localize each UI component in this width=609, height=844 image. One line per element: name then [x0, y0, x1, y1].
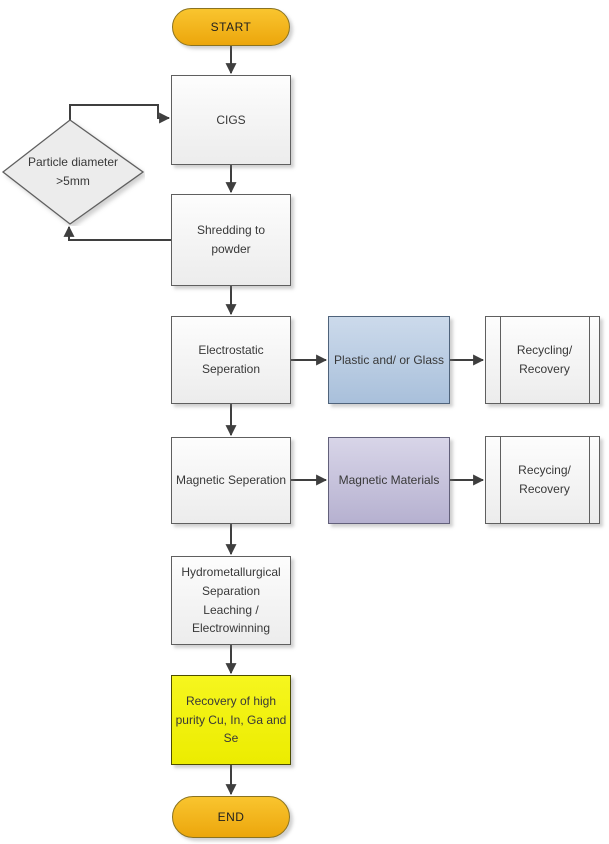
node-magnetic-separation-label: Magnetic Seperation	[175, 473, 287, 488]
node-hydrometallurgical-label: Hydrometallurgical Separation Leaching /…	[181, 565, 281, 636]
decision-diamond-shape	[1, 119, 145, 225]
inner-line-right	[589, 437, 590, 523]
node-cigs-label: CIGS	[216, 112, 246, 127]
node-electrostatic-separation: Electrostatic Seperation	[171, 316, 291, 404]
node-plastic-glass-label: Plastic and/ or Glass	[333, 352, 445, 367]
node-recovery-high-purity: Recovery of high purity Cu, In, Ga and S…	[171, 675, 291, 765]
node-recycling-recovery-2-label: Recycing/ Recovery	[518, 463, 571, 496]
node-end: END	[172, 796, 290, 838]
node-recycling-recovery-1-label: Recycling/ Recovery	[516, 343, 573, 376]
node-cigs: CIGS	[171, 75, 291, 165]
node-particle-check-label: Particle diameter >5mm	[27, 155, 119, 188]
node-magnetic-materials: Magnetic Materials	[328, 437, 450, 524]
node-recycling-recovery-2: Recycing/ Recovery	[485, 436, 600, 524]
node-recycling-recovery-1: Recycling/ Recovery	[485, 316, 600, 404]
node-start-label: START	[210, 19, 252, 34]
node-magnetic-separation: Magnetic Seperation	[171, 437, 291, 524]
arrow-shredding-to-decision	[63, 225, 171, 241]
node-particle-check: Particle diameter >5mm	[1, 118, 145, 226]
node-start: START	[172, 8, 290, 46]
node-end-label: END	[217, 809, 245, 824]
arrow-decision-to-cigs	[69, 104, 171, 124]
node-shredding-label: Shredding to powder	[196, 223, 266, 256]
inner-line-left	[500, 317, 501, 403]
node-shredding: Shredding to powder	[171, 194, 291, 286]
inner-line-right	[589, 317, 590, 403]
node-electrostatic-separation-label: Electrostatic Seperation	[198, 343, 264, 376]
node-hydrometallurgical: Hydrometallurgical Separation Leaching /…	[171, 556, 291, 645]
node-magnetic-materials-label: Magnetic Materials	[338, 473, 440, 488]
inner-line-left	[500, 437, 501, 523]
node-plastic-glass: Plastic and/ or Glass	[328, 316, 450, 404]
node-recovery-high-purity-label: Recovery of high purity Cu, In, Ga and S…	[175, 694, 287, 746]
